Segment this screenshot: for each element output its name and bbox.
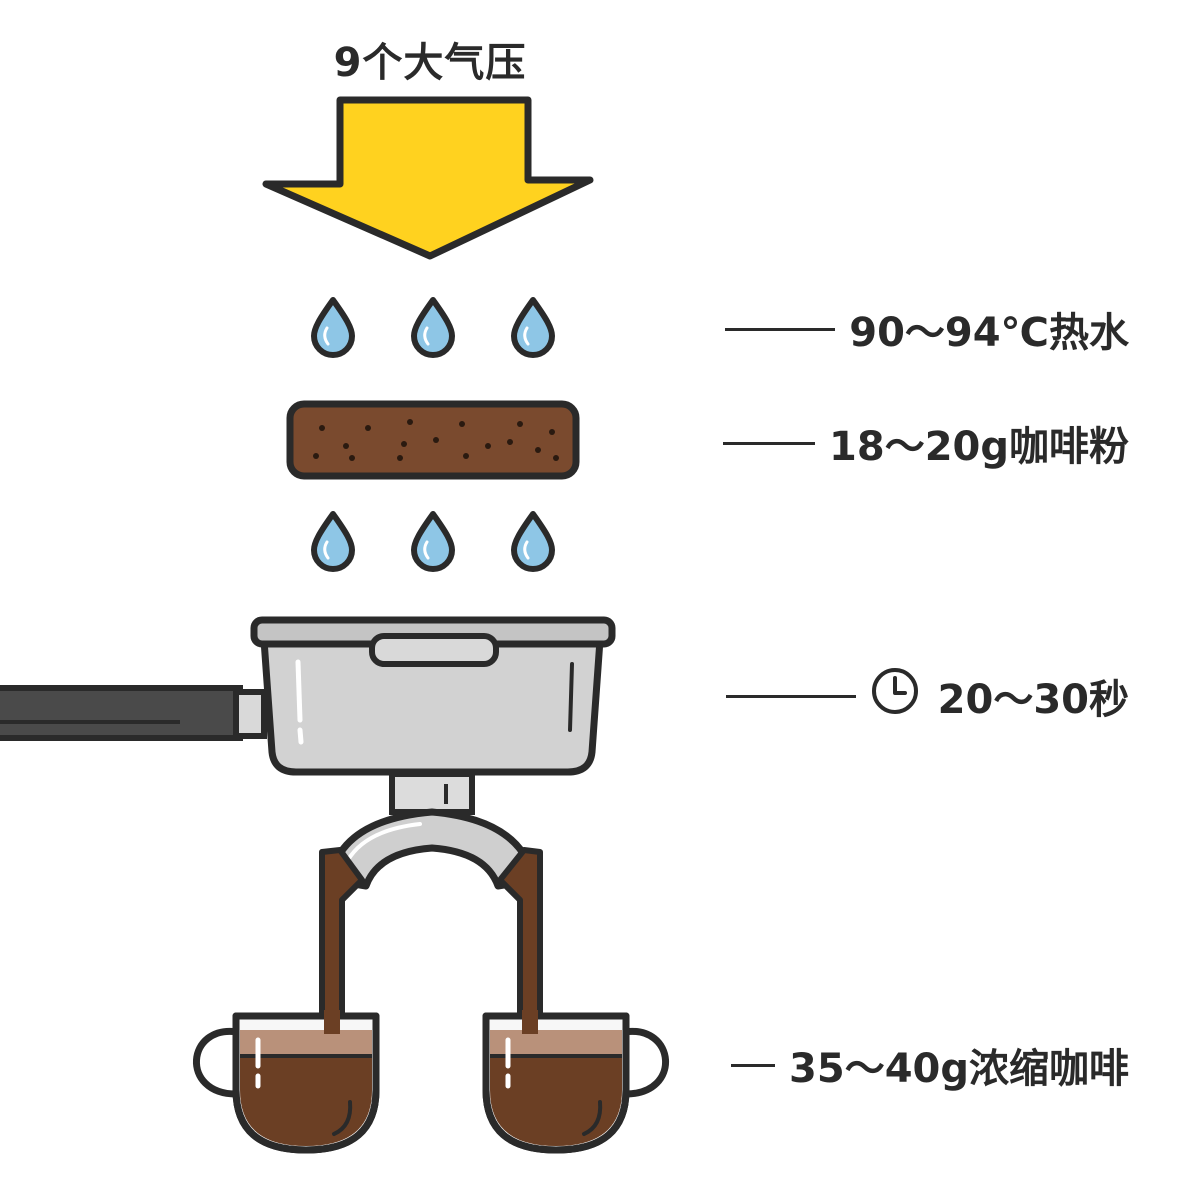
water-drop-icon <box>311 511 355 572</box>
portafilter-basket <box>250 616 616 776</box>
espresso-cup-right <box>482 1012 669 1154</box>
water-drop-icon <box>511 297 555 358</box>
coffee-stream-tips <box>324 1010 538 1034</box>
time-label-text: 20～30秒 <box>937 677 1129 723</box>
down-arrow-icon <box>262 96 594 260</box>
water-drop-icon <box>411 297 455 358</box>
label-time: 20～30秒 <box>725 666 1129 726</box>
clock-icon <box>870 666 920 726</box>
grounds-label-text: 18～20g咖啡粉 <box>829 424 1129 470</box>
water-drop-icon <box>311 297 355 358</box>
water-drops-bottom <box>311 511 555 572</box>
pressure-title: 9个大气压 <box>333 40 527 86</box>
label-water: 90～94℃热水 <box>725 300 1129 358</box>
label-grounds: 18～20g咖啡粉 <box>723 414 1129 472</box>
water-drop-icon <box>411 511 455 572</box>
leader-line <box>723 441 816 445</box>
label-espresso: 35～40g浓缩咖啡 <box>731 1036 1129 1094</box>
coffee-grounds-puck <box>286 400 580 480</box>
espresso-label-text: 35～40g浓缩咖啡 <box>789 1046 1129 1092</box>
spout <box>326 771 538 890</box>
water-drop-icon <box>511 511 555 572</box>
water-label-text: 90～94℃热水 <box>849 310 1129 356</box>
portafilter-handle <box>0 685 267 741</box>
coffee-streams <box>319 847 543 1035</box>
leader-line <box>725 327 836 331</box>
water-drops-top <box>311 297 555 358</box>
leader-line <box>725 694 856 698</box>
espresso-cup-left <box>193 1012 380 1154</box>
leader-line <box>731 1063 776 1067</box>
